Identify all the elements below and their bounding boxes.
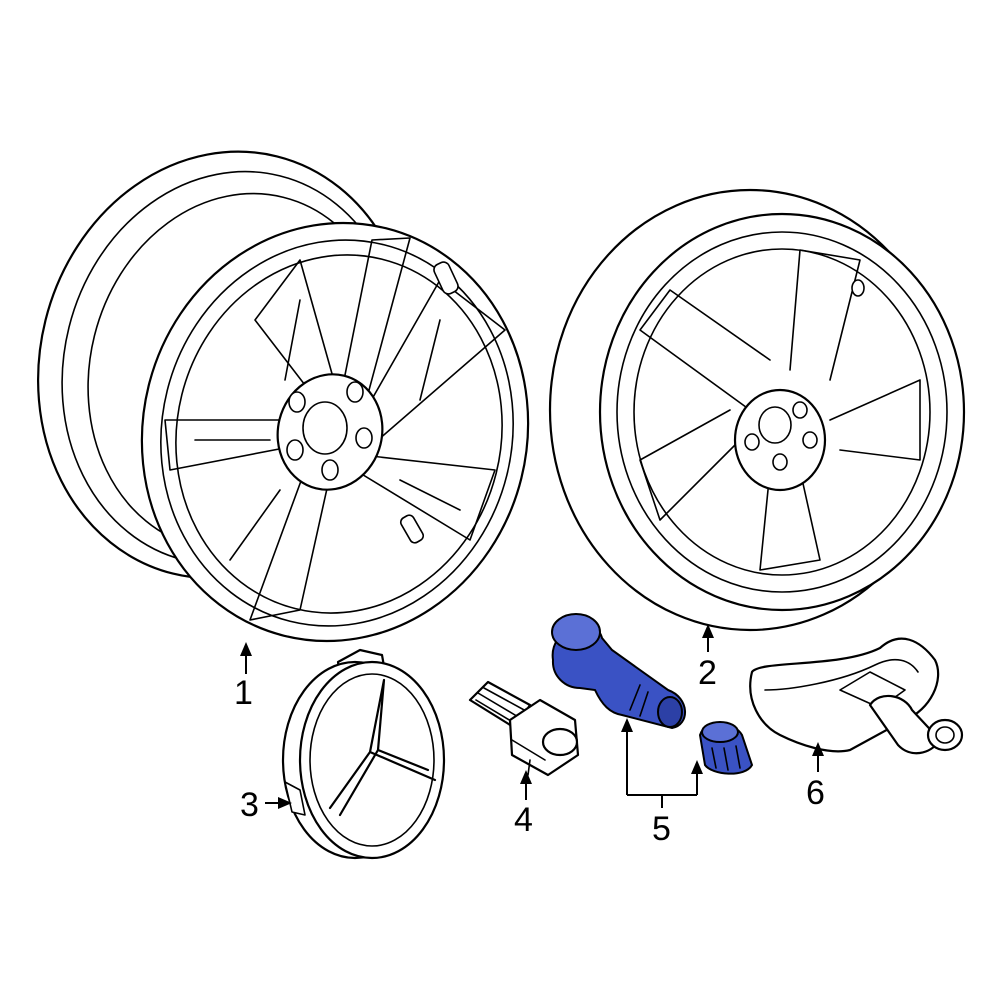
callout-3[interactable]: 3 <box>240 786 259 824</box>
callout-2[interactable]: 2 <box>698 654 717 692</box>
tpms-sensor-part-6[interactable] <box>749 637 964 755</box>
callout-1[interactable]: 1 <box>234 674 253 712</box>
callout-4[interactable]: 4 <box>514 801 533 839</box>
tire-assembly-part-2[interactable] <box>548 188 966 632</box>
leader-lines <box>240 624 824 809</box>
callout-5[interactable]: 5 <box>652 810 671 848</box>
wheel-part-1[interactable] <box>0 112 572 683</box>
valve-stem-part-5[interactable] <box>551 613 754 775</box>
center-cap-part-3[interactable] <box>281 648 446 860</box>
valve-cap[interactable] <box>698 721 754 775</box>
callout-6[interactable]: 6 <box>806 774 825 812</box>
lug-bolt-part-4[interactable] <box>468 680 580 777</box>
